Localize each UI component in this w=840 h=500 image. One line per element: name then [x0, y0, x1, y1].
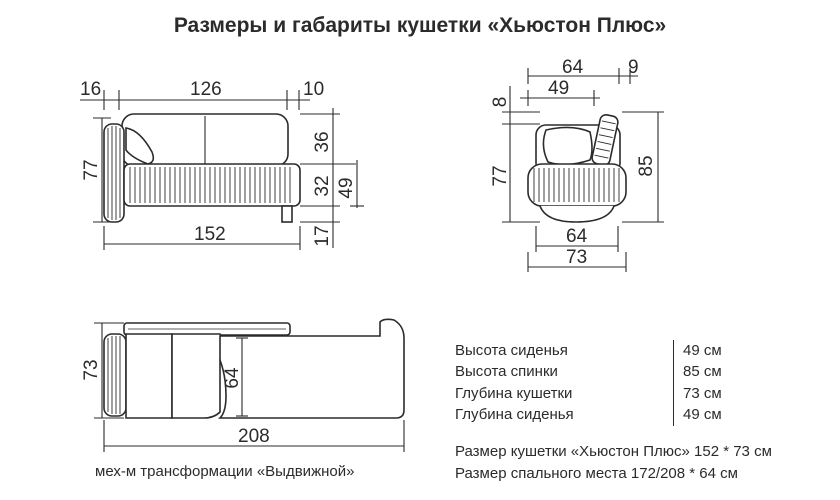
front-seat-ribs	[129, 167, 291, 203]
front-dim-total-height: 77	[81, 159, 102, 180]
front-left-arm	[103, 123, 125, 223]
front-dim-seat-part: 32	[312, 175, 333, 196]
spec-value-back-height: 85 см	[683, 363, 722, 380]
mechanism-caption: мех-м трансформации «Выдвижной»	[95, 463, 355, 480]
front-seat	[123, 163, 301, 207]
front-dim-seat-height: 49	[336, 177, 357, 198]
side-dim-top-inner: 49	[548, 78, 569, 99]
side-dim-top-extra: 9	[628, 57, 639, 78]
top-arm-ribs	[107, 336, 121, 414]
page-title: Размеры и габариты кушетки «Хьюстон Плюс…	[173, 14, 667, 37]
top-left-arm	[103, 333, 127, 417]
side-seat-ribs	[533, 168, 620, 202]
top-dim-sleeping-depth: 64	[222, 367, 243, 389]
spec-label-depth: Глубина кушетки	[455, 385, 573, 402]
spec-value-seat-depth: 49 см	[683, 406, 722, 423]
side-dim-seat-depth: 64	[566, 226, 588, 247]
front-dim-back-height: 36	[312, 131, 333, 152]
side-dim-top-depth: 64	[562, 57, 584, 78]
top-extension	[218, 318, 405, 419]
size-info: Размер кушетки «Хьюстон Плюс» 152 * 73 с…	[455, 443, 772, 460]
side-dim-back-height: 85	[636, 155, 657, 176]
side-pillow	[542, 126, 593, 166]
front-leg	[281, 205, 293, 223]
top-cushion-2	[171, 333, 223, 419]
side-arm-ribs	[594, 120, 616, 159]
front-dim-left-arm: 16	[80, 79, 101, 100]
spec-value-seat-height: 49 см	[683, 342, 722, 359]
front-pillow	[125, 127, 155, 165]
side-dim-total-depth: 73	[566, 247, 587, 268]
side-seat	[527, 163, 627, 207]
top-cushion-1	[125, 333, 173, 419]
spec-label-seat-height: Высота сиденья	[455, 342, 568, 359]
front-dim-seat-width: 126	[190, 79, 222, 100]
spec-label-back-height: Высота спинки	[455, 363, 558, 380]
front-dim-legs: 17	[312, 225, 333, 246]
spec-label-seat-depth: Глубина сиденья	[455, 406, 574, 423]
side-base	[539, 205, 615, 223]
side-dim-back-extra: 8	[490, 97, 511, 108]
front-view: 16 126 10 77 36 32 49 17	[80, 79, 364, 250]
top-dim-unfolded-length: 208	[238, 426, 270, 447]
front-dim-right-end: 10	[303, 79, 324, 100]
front-dim-total-width: 152	[194, 224, 226, 245]
side-view: 64 9 49 8 77 85	[490, 57, 664, 272]
side-dim-height: 77	[490, 165, 511, 186]
spec-value-depth: 73 см	[683, 385, 722, 402]
front-arm-ribs	[107, 126, 121, 220]
top-dim-depth: 73	[81, 359, 102, 380]
top-view: 73 64 208	[81, 318, 405, 452]
spec-separator	[673, 340, 674, 426]
sleep-size-info: Размер спального места 172/208 * 64 см	[455, 465, 738, 482]
